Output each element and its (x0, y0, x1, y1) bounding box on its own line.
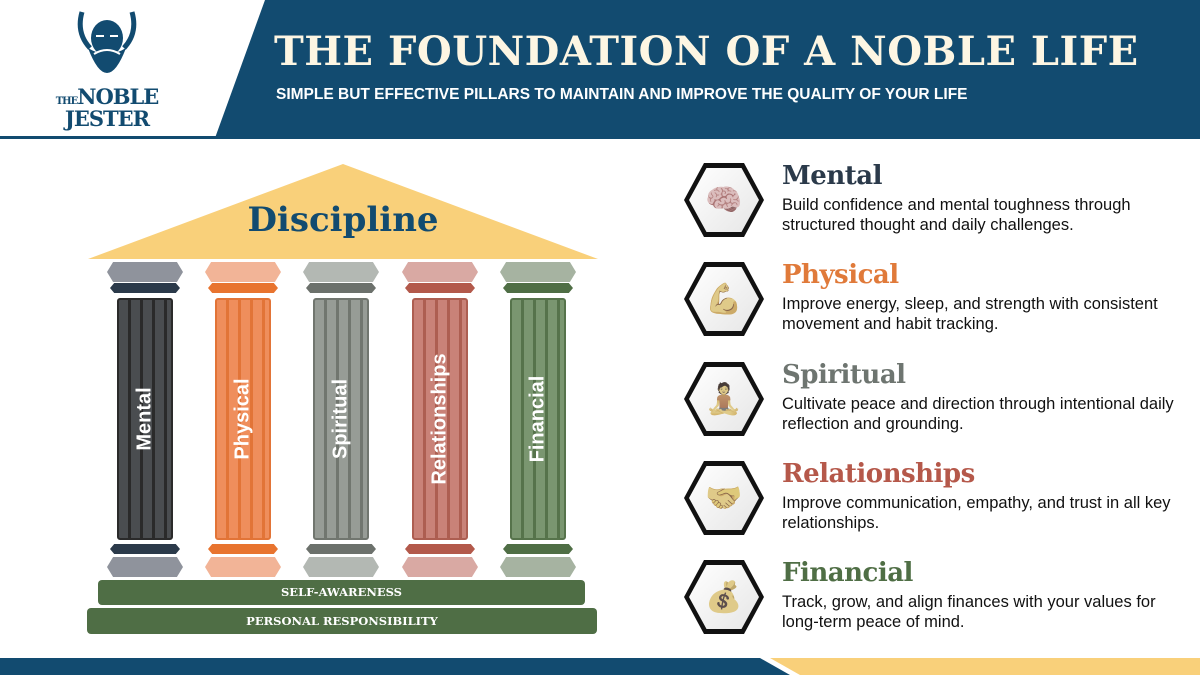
pillar-label: Relationships (428, 353, 451, 485)
logo-the: THE (55, 96, 78, 107)
pillar-capital-top (107, 262, 183, 282)
pillar-ring-bottom (208, 544, 278, 554)
pillar-detail-text: Build confidence and mental toughness th… (782, 196, 1131, 234)
page-title: THE FOUNDATION OF A NOBLE LIFE (274, 28, 1139, 75)
page-subtitle: SIMPLE BUT EFFECTIVE PILLARS TO MAINTAIN… (276, 86, 968, 103)
foundation-self-awareness: SELF-AWARENESS (98, 580, 585, 605)
pillar-detail-text: Improve communication, empathy, and trus… (782, 494, 1171, 532)
pillar-label: Financial (526, 375, 549, 463)
pillar-shaft: Relationships (412, 298, 468, 540)
pillar-base (402, 557, 478, 577)
hexagon-frame: 💪 (684, 262, 764, 336)
pillar-capital-top (500, 262, 576, 282)
pillar-base (107, 557, 183, 577)
pillar-shaft: Spiritual (313, 298, 369, 540)
pillar-base (205, 557, 281, 577)
pillar-label: Spiritual (329, 378, 352, 460)
pillar-detail-physical: 💪 Physical Improve energy, sleep, and st… (684, 260, 1194, 354)
meditation-icon: 🧘 (689, 367, 759, 431)
bearded-face-logo-icon (77, 11, 137, 73)
heart-handshake-icon: 🤝 (689, 466, 759, 530)
footer-band-gold (770, 658, 1200, 675)
logo-noble: NOBLE (77, 84, 159, 109)
pillar-detail-title: Physical (782, 260, 899, 290)
logo-jester: JESTER (64, 106, 150, 131)
hexagon-frame: 🧘 (684, 362, 764, 436)
pillar-ring-bottom (503, 544, 573, 554)
pillar-ring-bottom (405, 544, 475, 554)
pillar-base (500, 557, 576, 577)
header-banner (215, 0, 1200, 138)
pillar-base (303, 557, 379, 577)
pillar-capital-top (402, 262, 478, 282)
pillar-shaft: Financial (510, 298, 566, 540)
pillar-ring-bottom (306, 544, 376, 554)
flexed-arm-icon: 💪 (689, 267, 759, 331)
pillar-detail-text: Improve energy, sleep, and strength with… (782, 295, 1158, 333)
pillar-ring-top (208, 283, 278, 293)
money-bag-icon: 💰 (689, 565, 759, 629)
pillar-detail-title: Relationships (782, 459, 975, 489)
pillar-detail-mental: 🧠 Mental Build confidence and mental tou… (684, 161, 1194, 255)
header-divider (0, 136, 1200, 139)
pillar-shaft: Mental (117, 298, 173, 540)
pillar-detail-title: Financial (782, 558, 913, 588)
pillar-ring-top (503, 283, 573, 293)
pillar-detail-text: Cultivate peace and direction through in… (782, 395, 1174, 433)
logo: THENOBLE JESTER (52, 8, 162, 130)
pillar-detail-spiritual: 🧘 Spiritual Cultivate peace and directio… (684, 360, 1194, 454)
pillar-detail-relationships: 🤝 Relationships Improve communication, e… (684, 459, 1194, 553)
pillar-detail-financial: 💰 Financial Track, grow, and align finan… (684, 558, 1194, 652)
pillar-label: Physical (231, 378, 254, 460)
pillar-capital-top (205, 262, 281, 282)
hexagon-frame: 🤝 (684, 461, 764, 535)
pillar-ring-top (110, 283, 180, 293)
pillar-capital-top (303, 262, 379, 282)
pillar-ring-top (306, 283, 376, 293)
pillar-ring-top (405, 283, 475, 293)
pillar-shaft: Physical (215, 298, 271, 540)
brain-head-icon: 🧠 (689, 168, 759, 232)
hexagon-frame: 💰 (684, 560, 764, 634)
roof-label: Discipline (247, 200, 439, 240)
foundation-personal-responsibility: PERSONAL RESPONSIBILITY (87, 608, 597, 634)
hexagon-frame: 🧠 (684, 163, 764, 237)
pillar-detail-text: Track, grow, and align finances with you… (782, 593, 1156, 631)
pillar-label: Mental (133, 387, 156, 451)
pillar-detail-title: Mental (782, 161, 882, 191)
pillar-ring-bottom (110, 544, 180, 554)
footer-band-navy (0, 658, 790, 675)
pillar-detail-title: Spiritual (782, 360, 906, 390)
